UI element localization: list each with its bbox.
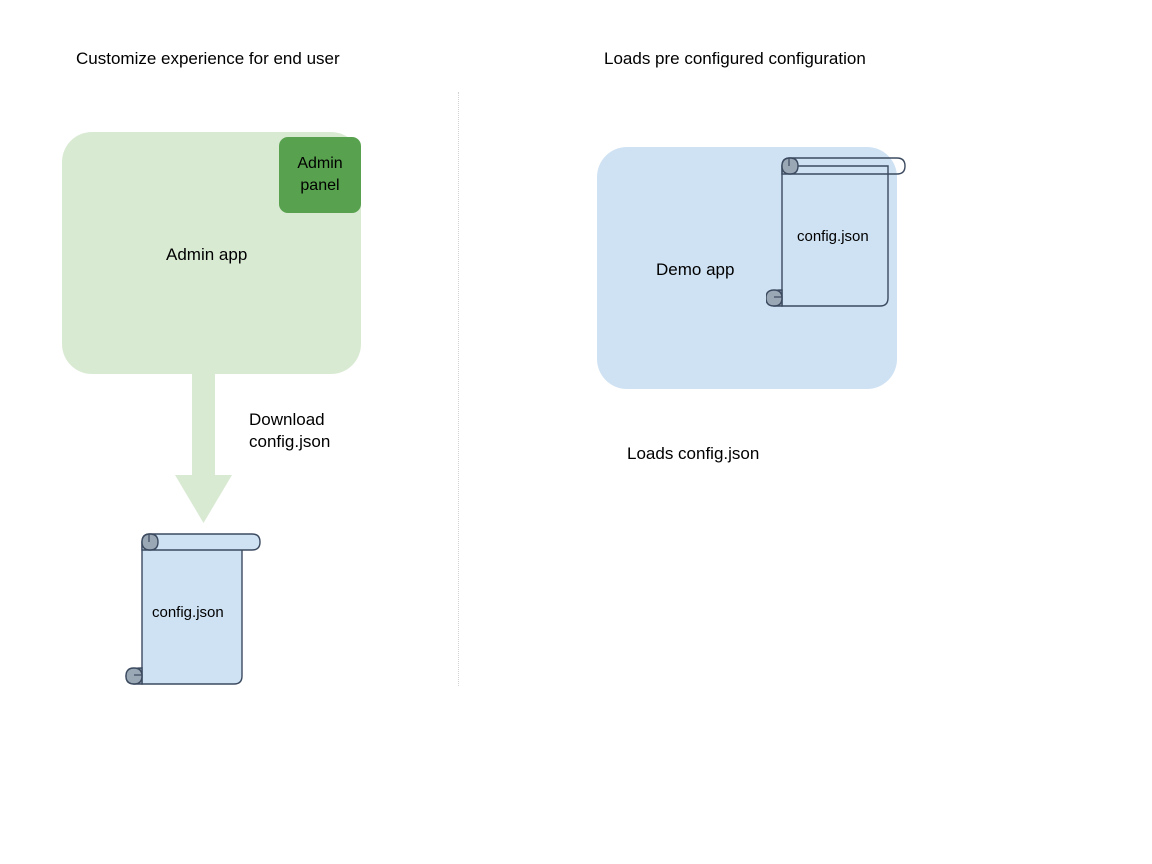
admin-panel-label-line2: panel [300,177,340,194]
admin-panel-box[interactable]: Admin panel [279,137,361,213]
demo-app-label: Demo app [656,260,735,279]
arrow-down-icon [175,370,232,523]
right-section-title: Loads pre configured configuration [604,49,866,68]
section-divider [458,92,460,686]
download-caption-line2: config.json [249,432,331,451]
download-caption-line1: Download [249,410,325,429]
loads-config-caption: Loads config.json [627,444,760,463]
download-arrow-caption: Download config.json [249,409,330,453]
scroll-document-icon [125,533,261,685]
left-document-label: config.json [152,604,224,621]
demo-app-box [597,147,897,389]
right-document-label: config.json [797,228,869,245]
admin-panel-label-line1: Admin [297,155,343,172]
admin-panel-label: Admin panel [297,153,342,197]
scroll-document-icon [766,157,906,307]
left-section-title: Customize experience for end user [76,49,340,68]
admin-app-label: Admin app [166,245,248,264]
